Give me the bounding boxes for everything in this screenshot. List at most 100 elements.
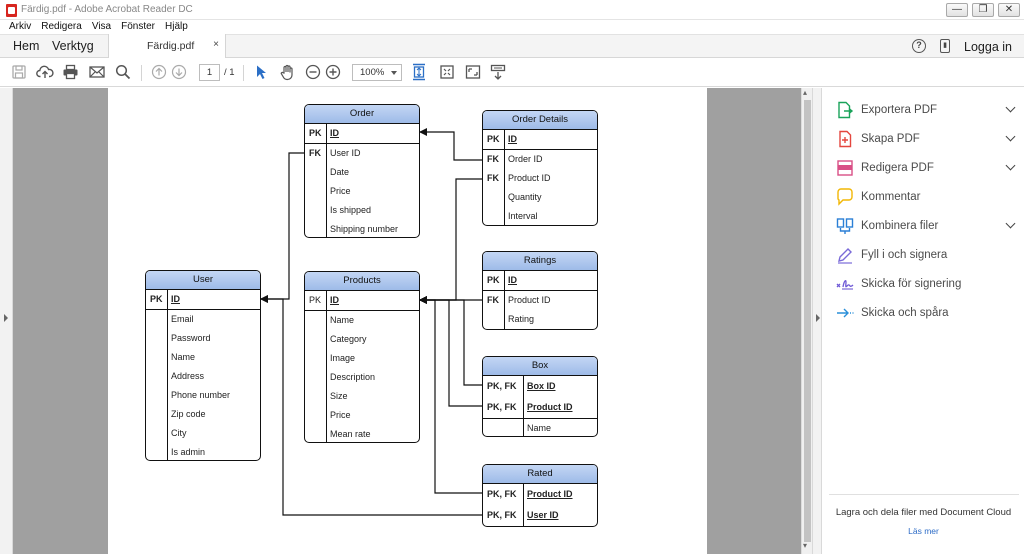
page-number-input[interactable]: 1 [199, 64, 220, 81]
previous-page-icon[interactable] [151, 63, 167, 81]
upload-cloud-icon[interactable] [36, 63, 54, 81]
mobile-link-icon[interactable]: ▮ [940, 39, 950, 53]
menu-redigera[interactable]: Redigera [41, 21, 82, 32]
entity-row: Interval [483, 207, 597, 225]
vertical-scrollbar[interactable]: ▴ ▾ [801, 88, 812, 554]
tab-tools[interactable]: Verktyg [52, 39, 94, 53]
entity-title: Rated [483, 465, 597, 484]
fit-width-icon[interactable] [439, 63, 455, 81]
right-panel-toggle[interactable] [812, 88, 822, 554]
tool-label: Fyll i och signera [861, 249, 948, 261]
tool-edit-pdf[interactable]: Redigera PDF [836, 157, 1016, 179]
search-icon[interactable] [115, 63, 131, 81]
row-value: Interval [508, 211, 538, 222]
full-screen-icon[interactable] [465, 63, 481, 81]
hand-tool-icon[interactable] [279, 63, 296, 81]
row-value: Price [330, 410, 351, 421]
close-tab-icon[interactable]: × [213, 39, 219, 50]
menu-arkiv[interactable]: Arkiv [9, 21, 32, 32]
email-icon[interactable] [89, 63, 105, 81]
tool-send-for-signature[interactable]: Skicka för signering [836, 273, 1014, 295]
scroll-mode-icon[interactable] [490, 63, 506, 81]
left-panel-toggle[interactable] [0, 88, 13, 554]
tab-document[interactable]: Färdig.pdf × [108, 34, 226, 59]
help-icon[interactable]: ? [912, 39, 926, 53]
minimize-button[interactable]: — [946, 3, 968, 17]
chevron-down-icon[interactable] [1005, 160, 1016, 171]
row-key: PK [150, 294, 163, 304]
collapse-right-panel-icon [816, 314, 820, 322]
tool-comment[interactable]: Kommentar [836, 186, 1014, 208]
row-value: ID [508, 134, 517, 144]
menu-hjalp[interactable]: Hjälp [165, 21, 188, 32]
row-value: Product ID [508, 295, 551, 306]
row-value: Box ID [527, 381, 556, 391]
next-page-icon[interactable] [171, 63, 187, 81]
row-value: User ID [527, 510, 559, 520]
select-cursor-icon[interactable] [254, 63, 268, 81]
row-value: Name [171, 352, 196, 363]
zoom-in-icon[interactable] [325, 63, 341, 81]
window-title: Färdig.pdf - Adobe Acrobat Reader DC [21, 4, 193, 15]
row-value: ID [330, 295, 339, 305]
combine-files-icon [836, 217, 854, 235]
row-key: PK [487, 275, 500, 285]
tab-home[interactable]: Hem [13, 39, 40, 53]
zoom-out-icon[interactable] [305, 63, 321, 81]
tool-fill-sign[interactable]: Fyll i och signera [836, 244, 1014, 266]
zoom-level-value: 100% [360, 67, 385, 78]
login-button[interactable]: Logga in [964, 40, 1012, 54]
row-value: Product ID [508, 173, 551, 184]
tab-bar: Hem Verktyg Färdig.pdf × ? ▮ Logga in [0, 34, 1024, 59]
chevron-down-icon[interactable] [1005, 131, 1016, 142]
row-key: PK, FK [487, 510, 517, 520]
menu-fonster[interactable]: Fönster [121, 21, 156, 32]
row-value: Password [171, 333, 211, 344]
expand-left-icon [4, 314, 8, 322]
entity-title: Order Details [483, 111, 597, 130]
row-key: PK, FK [487, 381, 517, 391]
send-sign-icon [836, 275, 854, 293]
maximize-button[interactable]: ❐ [972, 3, 994, 17]
menu-visa[interactable]: Visa [91, 21, 112, 32]
entity-row: Category [305, 330, 419, 349]
tool-send-and-track[interactable]: Skicka och spåra [836, 302, 1014, 324]
close-window-button[interactable]: ✕ [998, 3, 1020, 17]
fill-sign-icon [836, 246, 854, 264]
entity-row: Is admin [146, 443, 260, 460]
tool-export-pdf[interactable]: Exportera PDF [836, 99, 1016, 121]
entity-row: Description [305, 368, 419, 387]
scroll-up-icon[interactable]: ▴ [803, 88, 808, 97]
learn-more-link[interactable]: Läs mer [908, 526, 939, 536]
entity-row: Name [305, 311, 419, 330]
chevron-down-icon[interactable] [1005, 102, 1016, 113]
tool-label: Skicka och spåra [861, 307, 949, 319]
entity-row: Mean rate [305, 425, 419, 442]
row-value: Quantity [508, 192, 542, 203]
row-value: Date [330, 167, 350, 178]
key-column-divider [326, 124, 328, 237]
row-key: PK [309, 128, 322, 138]
tool-label: Skicka för signering [861, 278, 962, 290]
tool-create-pdf[interactable]: Skapa PDF [836, 128, 1016, 150]
zoom-level-select[interactable]: 100% [352, 64, 402, 81]
chevron-down-icon[interactable] [1005, 218, 1016, 229]
row-value: Rating [508, 314, 535, 325]
scroll-down-icon[interactable]: ▾ [803, 541, 808, 550]
row-key: FK [487, 295, 499, 306]
print-icon[interactable] [62, 63, 79, 81]
entity-row: PK, FK Box ID [483, 376, 597, 397]
entity-row: Image [305, 349, 419, 368]
fit-page-icon[interactable] [411, 63, 427, 81]
save-icon[interactable] [11, 63, 27, 81]
tool-combine-files[interactable]: Kombinera filer [836, 215, 1016, 237]
scrollbar-thumb[interactable] [804, 100, 811, 542]
row-value: Phone number [171, 390, 231, 401]
